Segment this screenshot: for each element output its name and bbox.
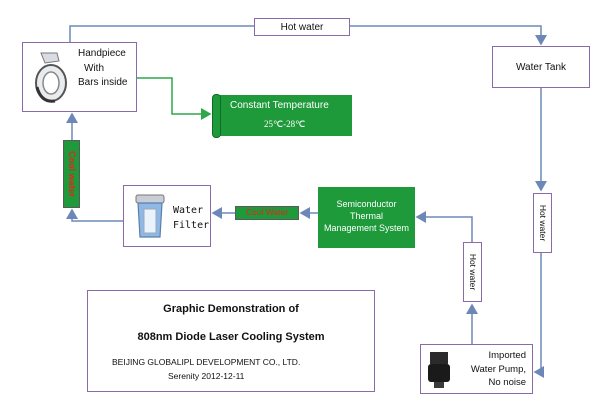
hot-water-mid-text: Hot water [467, 253, 478, 291]
cool-water-mid-text: Cool Water [245, 207, 289, 217]
pump-label-2: Water Pump, [470, 363, 526, 375]
hot-water-right-label: Hot water [533, 193, 552, 253]
title-box: Graphic Demonstration of 808nm Diode Las… [87, 290, 375, 392]
water-filter-icon [135, 194, 165, 238]
hot-water-right-text: Hot water [537, 204, 548, 242]
water-filter-label-1: Water [173, 205, 204, 216]
cool-water-left-label: Cool water [63, 140, 80, 208]
water-filter-box: Water Filter [123, 185, 211, 247]
line-hot-mid-to-semi [415, 211, 473, 242]
semiconductor-label-3: Management System [323, 223, 410, 233]
cool-water-mid-label: Cool Water [235, 206, 299, 220]
company-name: BEIJING GLOBALIPL DEVELOPMENT CO., LTD. [112, 357, 301, 367]
handpiece-label-2: With [84, 62, 104, 74]
title-line-1: Graphic Demonstration of [163, 303, 299, 315]
line-filter-to-cool-left [66, 208, 123, 222]
line-hot-top-to-tank [350, 25, 547, 46]
title-line-2: 808nm Diode Laser Cooling System [137, 331, 325, 343]
handpiece-label-3: Bars inside [78, 77, 128, 88]
water-tank-box: Water Tank [492, 46, 590, 88]
semiconductor-label-1: Semiconductor [336, 199, 397, 209]
constant-temperature-banner: Constant Temperature 25℃-28℃ [216, 95, 352, 136]
author-date: Serenity 2012-12-11 [168, 371, 245, 381]
pump-label-1: Imported [488, 350, 527, 361]
semiconductor-box: Semiconductor Thermal Management System [318, 187, 415, 248]
temperature-range-label: 25℃-28℃ [264, 119, 306, 129]
constant-temperature-label: Constant Temperature [230, 100, 329, 111]
scroll-curl-decoration [212, 94, 221, 138]
line-handpiece-to-const-temp [137, 77, 212, 120]
semiconductor-label-2: Thermal [349, 211, 383, 221]
hot-water-mid-label: Hot water [463, 242, 482, 302]
pump-label-3: No noise [488, 377, 527, 388]
water-filter-label-2: Filter [173, 220, 210, 231]
water-tank-label: Water Tank [515, 62, 567, 73]
handpiece-label-1: Handpiece [78, 48, 126, 59]
water-pump-box: Imported Water Pump, No noise [420, 344, 533, 394]
hot-water-top-label: Hot water [254, 18, 350, 36]
handpiece-box: Handpiece With Bars inside [22, 42, 137, 112]
laser-handpiece-icon [35, 52, 67, 103]
line-hot-right-to-pump [533, 253, 544, 378]
hot-water-top-text: Hot water [280, 22, 324, 33]
line-handpiece-to-tank [69, 25, 254, 42]
water-pump-icon [428, 352, 450, 388]
cool-water-left-text: Cool water [66, 150, 77, 198]
